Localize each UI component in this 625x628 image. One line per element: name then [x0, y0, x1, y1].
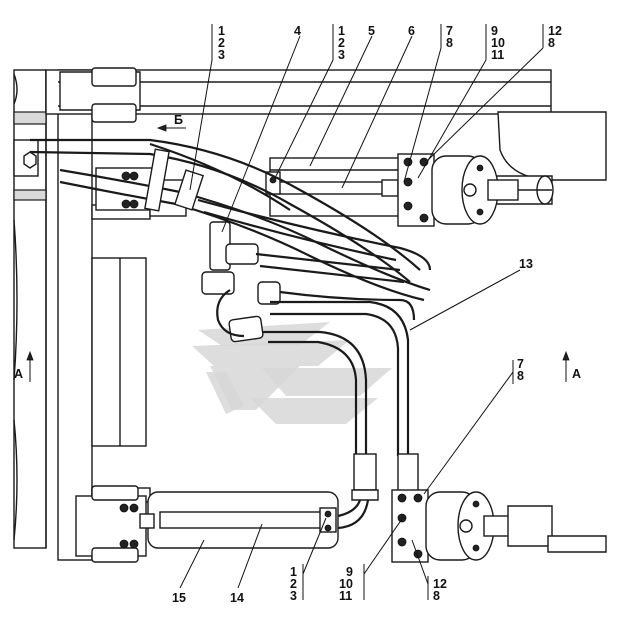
section-a-left-label: A: [14, 367, 23, 381]
label-top-5: 5: [368, 24, 375, 38]
label-top-2: 2: [218, 36, 225, 50]
label-top-1b: 1: [338, 24, 345, 38]
label-bot-8: 8: [433, 589, 440, 603]
tube-13: [270, 300, 419, 501]
label-bot-2: 2: [290, 577, 297, 591]
label-top-8b: 8: [548, 36, 555, 50]
left-frame: [13, 69, 47, 549]
label-top-2b: 2: [338, 36, 345, 50]
label-bot-9: 9: [346, 565, 353, 579]
bottom-valve-block: [391, 489, 607, 563]
bottom-cylinder: [147, 491, 370, 549]
leader-lines: [26, 24, 570, 600]
label-top-9: 9: [491, 24, 498, 38]
label-bot-3: 3: [290, 589, 297, 603]
label-15: 15: [172, 591, 186, 605]
label-top-7: 7: [446, 24, 453, 38]
label-top-6: 6: [408, 24, 415, 38]
top-beam: [45, 67, 552, 123]
label-right-8: 8: [517, 369, 524, 383]
label-bot-1: 1: [290, 565, 297, 579]
callout-labels: 1 2 3 4 1 2 3 5 6 7 8 9 10 11 12 8 13 7 …: [14, 24, 581, 605]
label-13: 13: [519, 257, 533, 271]
label-top-11: 11: [491, 48, 504, 62]
label-top-8: 8: [446, 36, 453, 50]
hose-bundle-top: [29, 138, 432, 302]
label-top-1: 1: [218, 24, 225, 38]
label-bot-12: 12: [433, 577, 447, 591]
view-b-label: Б: [174, 113, 183, 127]
bottom-pivot-block: [75, 485, 155, 563]
watermark-logo: [192, 322, 392, 424]
label-right-7: 7: [517, 357, 524, 371]
label-top-3: 3: [218, 48, 225, 62]
label-top-12: 12: [548, 24, 562, 38]
label-top-3b: 3: [338, 48, 345, 62]
section-a-right-label: A: [572, 367, 581, 381]
label-14: 14: [230, 591, 244, 605]
top-cylinder: [265, 157, 411, 217]
label-top-4: 4: [294, 24, 301, 38]
label-bot-11: 11: [339, 589, 352, 603]
label-top-10: 10: [491, 36, 505, 50]
top-valve-block: [397, 153, 552, 227]
label-bot-10: 10: [339, 577, 353, 591]
hose-fittings: [201, 221, 416, 456]
